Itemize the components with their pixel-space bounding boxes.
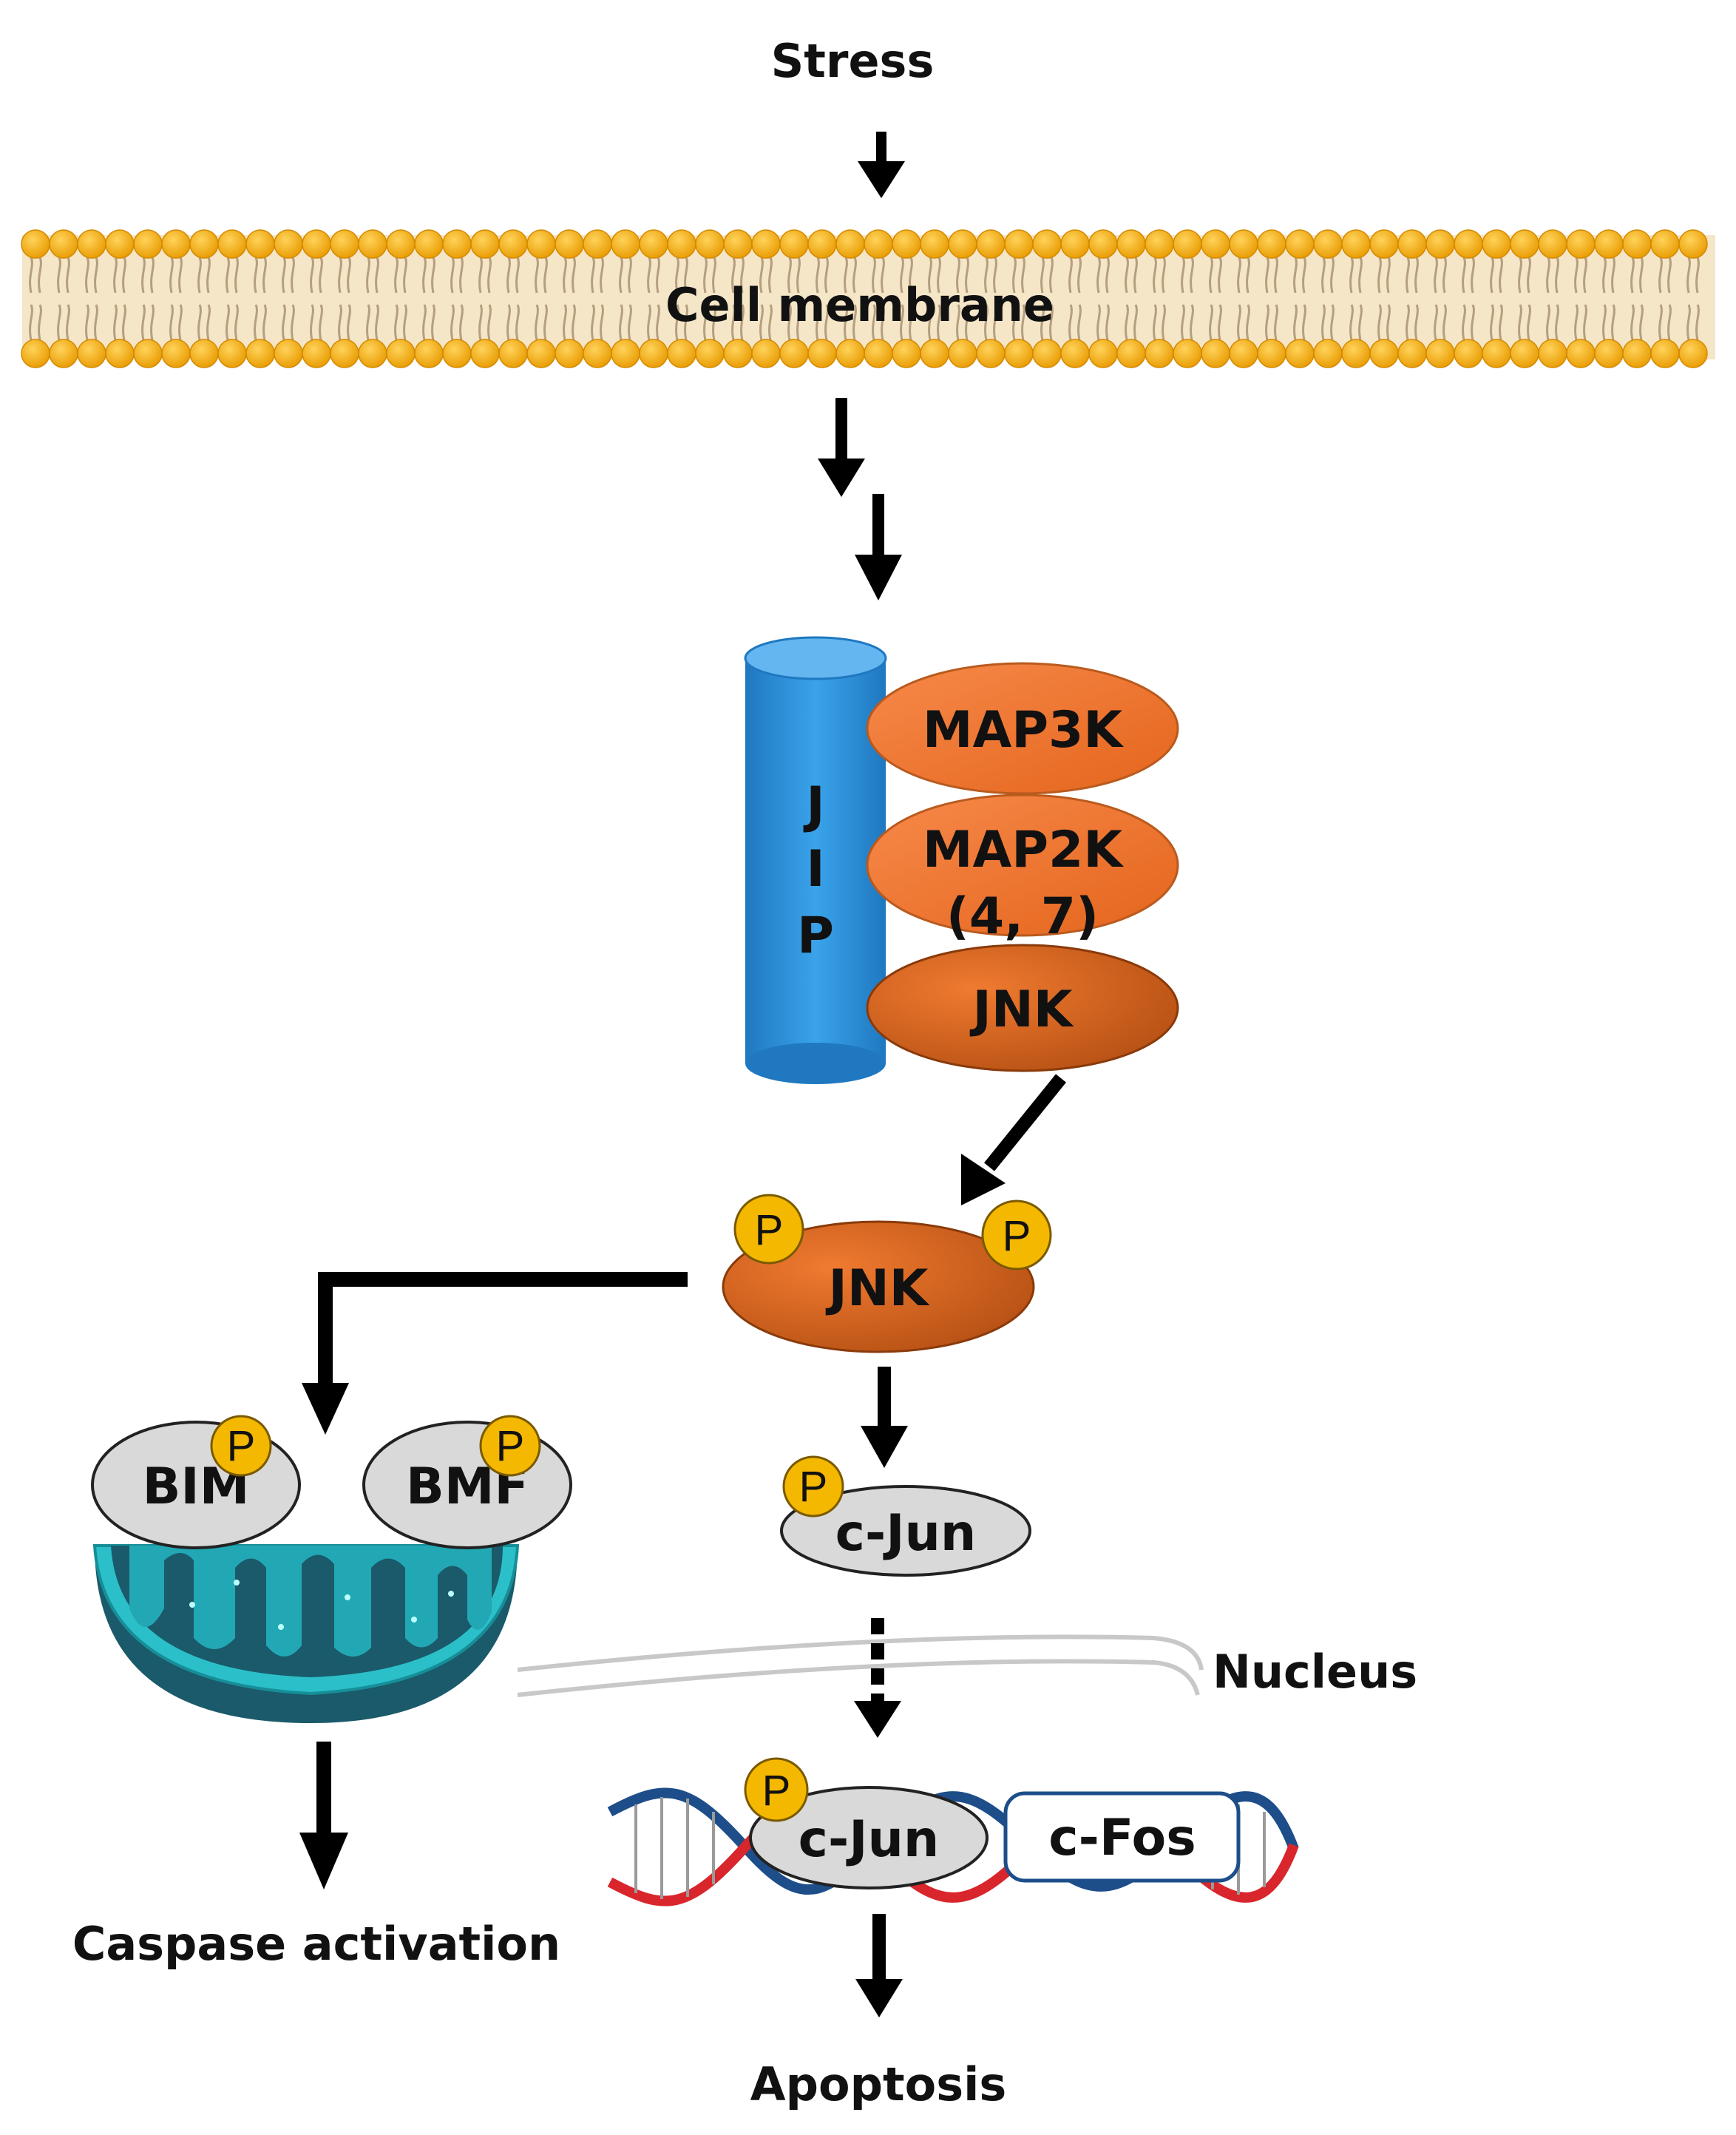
caspase-arrow xyxy=(299,1742,348,1889)
activation-arrow xyxy=(961,1074,1066,1205)
svg-text:P: P xyxy=(799,1463,828,1511)
mitochondrion xyxy=(92,1544,520,1723)
jip-scaffold xyxy=(744,636,887,1084)
jnk-active-label: JNK xyxy=(826,1259,930,1318)
phospho-badge-jnk-left: P xyxy=(733,1194,804,1265)
cjun-cyto-label: c-Jun xyxy=(835,1504,977,1563)
map2k-node xyxy=(866,794,1179,937)
membrane-label: Cell membrane xyxy=(665,278,1054,332)
svg-text:P: P xyxy=(227,1422,256,1470)
map2k-sub-label: (4, 7) xyxy=(946,887,1099,946)
cfos-node xyxy=(1003,1791,1241,1883)
nuclear-envelope xyxy=(517,1634,1204,1697)
phospho-badge-cjun-nuclear: P xyxy=(744,1757,809,1822)
svg-text:P: P xyxy=(1003,1212,1031,1260)
apoptosis-arrow xyxy=(855,1914,903,2017)
cell-membrane xyxy=(21,229,1715,368)
cjun-nuclear-node xyxy=(749,1786,989,1889)
signal-arrow-1 xyxy=(818,398,865,497)
phospho-badge-cjun-cyto: P xyxy=(782,1455,844,1517)
nucleus-label: Nucleus xyxy=(1213,1645,1417,1699)
apoptosis-label: Apoptosis xyxy=(750,2057,1007,2111)
jip-letter-i: I xyxy=(806,840,824,899)
jnk-complex-label: JNK xyxy=(970,981,1074,1039)
svg-text:P: P xyxy=(755,1206,784,1254)
stress-arrow xyxy=(858,132,905,198)
svg-text:P: P xyxy=(496,1422,525,1470)
map2k-label: MAP2K xyxy=(923,821,1124,879)
jnk-complex-node xyxy=(866,944,1179,1072)
map3k-label: MAP3K xyxy=(923,701,1124,759)
stress-label: Stress xyxy=(771,34,935,88)
cjun-nuclear-label: c-Jun xyxy=(799,1810,940,1869)
jip-letter-j: J xyxy=(803,776,824,835)
map3k-node xyxy=(866,662,1179,795)
phospho-badge-bmf: P xyxy=(479,1415,541,1477)
caspase-label: Caspase activation xyxy=(72,1917,560,1971)
svg-text:P: P xyxy=(762,1767,791,1815)
jnk-active-node xyxy=(722,1220,1035,1353)
phospho-badge-jnk-right: P xyxy=(981,1200,1052,1270)
jip-letter-p: P xyxy=(797,907,834,965)
mito-branch-arrow xyxy=(302,1272,688,1435)
cjun-arrow xyxy=(861,1367,908,1468)
phospho-badge-bim: P xyxy=(210,1415,272,1477)
signal-arrow-2 xyxy=(855,494,902,600)
translocation-arrow xyxy=(854,1618,901,1738)
cjun-cyto-node xyxy=(780,1485,1031,1577)
cfos-label: c-Fos xyxy=(1048,1809,1196,1867)
